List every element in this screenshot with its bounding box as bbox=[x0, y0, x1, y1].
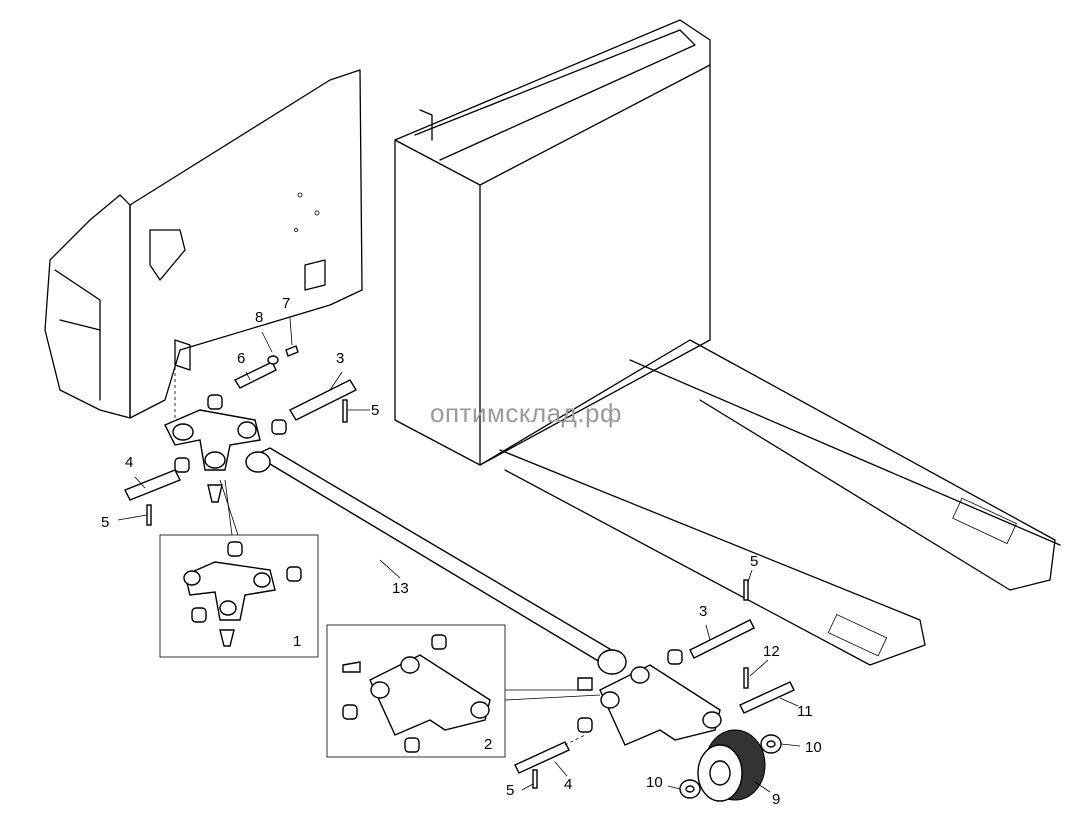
detail-box-2 bbox=[326, 624, 601, 758]
detail-box-1 bbox=[159, 479, 319, 658]
callout-12: 12 bbox=[763, 643, 780, 660]
callout-3: 3 bbox=[336, 350, 345, 367]
battery-compartment bbox=[394, 19, 711, 466]
callout-4: 4 bbox=[125, 454, 134, 471]
callout-9: 9 bbox=[772, 791, 781, 808]
callout-10: 10 bbox=[805, 739, 822, 756]
callout-5: 5 bbox=[750, 553, 759, 570]
wheel bbox=[679, 729, 782, 802]
tie-rod bbox=[245, 447, 627, 675]
leader-lines bbox=[117, 317, 801, 793]
lower-lever bbox=[514, 579, 795, 789]
callout-7: 7 bbox=[282, 295, 291, 312]
callout-10: 10 bbox=[646, 774, 663, 791]
watermark: оптимсклад.рф bbox=[430, 398, 622, 428]
callout-2: 2 bbox=[484, 736, 493, 753]
callout-6: 6 bbox=[237, 350, 246, 367]
chassis-frame bbox=[44, 69, 363, 419]
forks bbox=[479, 339, 1061, 666]
callout-11: 11 bbox=[797, 703, 813, 720]
callout-1: 1 bbox=[293, 633, 302, 650]
callout-5: 5 bbox=[371, 402, 380, 419]
callout-4: 4 bbox=[564, 776, 573, 793]
callout-3: 3 bbox=[699, 603, 708, 620]
callout-8: 8 bbox=[255, 309, 264, 326]
callout-13: 13 bbox=[392, 580, 409, 597]
callout-5: 5 bbox=[506, 782, 515, 799]
callout-5: 5 bbox=[101, 514, 110, 531]
upper-lever bbox=[124, 345, 357, 526]
